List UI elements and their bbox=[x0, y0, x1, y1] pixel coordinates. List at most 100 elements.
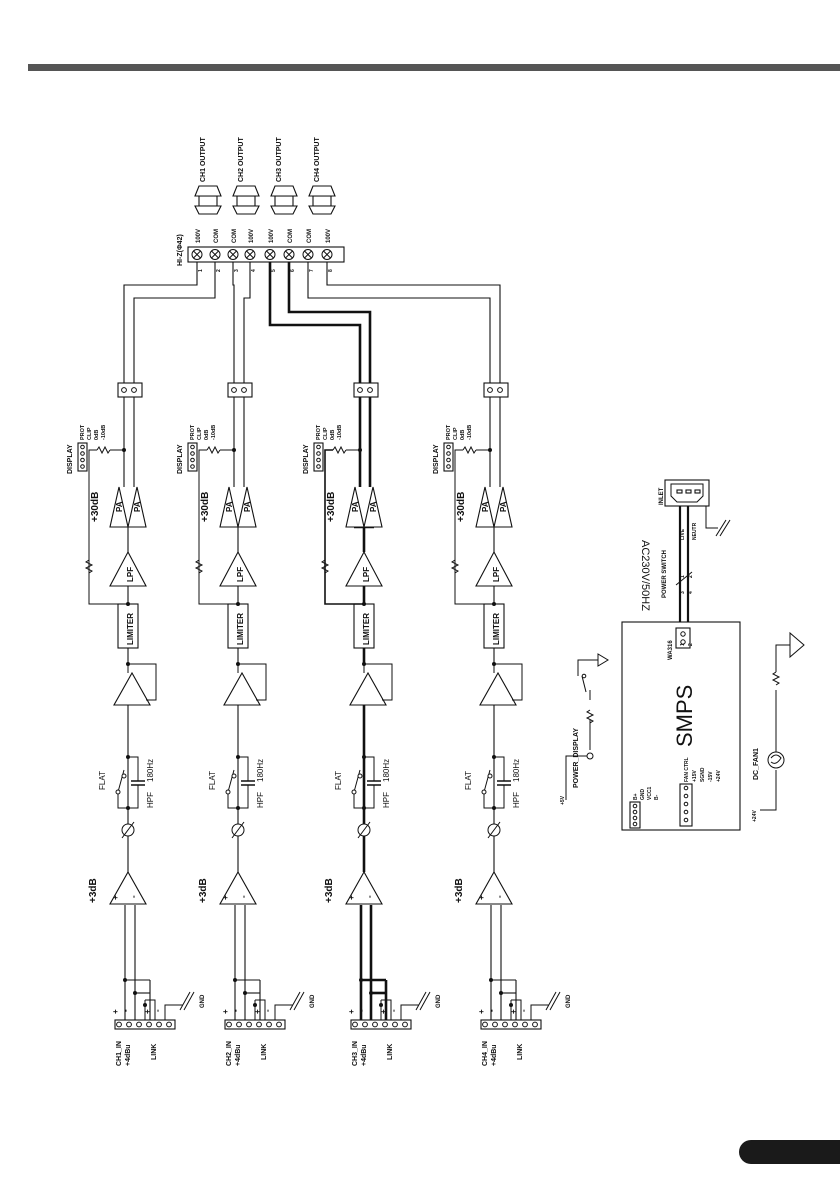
channel-3: CH3_IN+4dBuLINKGND+-+-+-+3dBFLATHPF180Hz… bbox=[303, 382, 442, 1066]
display-pin-label: 0dB bbox=[204, 430, 210, 440]
junction-pin bbox=[231, 387, 237, 393]
input-amp bbox=[219, 870, 257, 905]
switch-label: POWER SWITCH bbox=[662, 550, 668, 598]
smps-pin-label: +24V bbox=[716, 770, 722, 782]
terminal-pin-number: 2 bbox=[216, 269, 222, 272]
hpf-label: HPF bbox=[382, 792, 391, 808]
wire bbox=[238, 756, 249, 781]
dc-fan bbox=[767, 751, 785, 769]
connector-pin bbox=[502, 1021, 508, 1028]
connector-pin bbox=[156, 1021, 162, 1028]
led-symbol bbox=[586, 752, 594, 760]
minus-label: - bbox=[263, 1009, 272, 1012]
wire bbox=[128, 756, 139, 781]
ground-arrow bbox=[597, 653, 609, 667]
connector-pin bbox=[166, 1021, 172, 1028]
smps-pin-label: FAN CTRL bbox=[684, 757, 690, 782]
gnd-symbol bbox=[545, 991, 557, 1011]
gnd-symbol bbox=[419, 991, 431, 1011]
smps-pin-label: +15V bbox=[692, 770, 698, 782]
terminal-pin-label: COM bbox=[288, 229, 294, 243]
output-label: CH3 OUTPUT bbox=[276, 137, 283, 182]
connector-pin bbox=[352, 1021, 358, 1028]
connector-pin bbox=[482, 1021, 488, 1028]
feedback-wire bbox=[493, 663, 523, 701]
display-title: DISPLAY bbox=[177, 444, 184, 474]
output-label: CH1 OUTPUT bbox=[200, 137, 207, 182]
connector-pin bbox=[256, 1021, 262, 1028]
dc-fan-label: DC_FAN1 bbox=[753, 748, 760, 780]
wire bbox=[255, 999, 266, 1020]
level-pot-arrow bbox=[231, 821, 245, 839]
resistor bbox=[771, 671, 781, 686]
switch-pin: 1 bbox=[680, 575, 686, 578]
resistor bbox=[206, 445, 221, 455]
pa-amp-a bbox=[345, 486, 365, 528]
terminal-cross bbox=[246, 250, 254, 259]
wire bbox=[128, 785, 139, 809]
gnd-symbol bbox=[289, 991, 301, 1011]
junction-pin bbox=[131, 387, 137, 393]
switch-contact bbox=[121, 773, 127, 779]
flat-label: FLAT bbox=[334, 771, 343, 790]
input-level: +4dBu bbox=[235, 1044, 242, 1066]
wire bbox=[145, 999, 156, 1020]
minus-label: - bbox=[365, 895, 374, 898]
display-pin-label: -10dB bbox=[101, 425, 107, 440]
inlet-pin-label: NEUTR bbox=[692, 522, 698, 540]
lpf-label: LPF bbox=[126, 567, 135, 582]
output-route bbox=[287, 262, 372, 383]
connector-pin bbox=[372, 1021, 378, 1028]
terminal-pin-label: 100V bbox=[249, 229, 255, 243]
display-pin-label: PROT bbox=[190, 424, 196, 440]
connector-pin bbox=[683, 793, 689, 799]
display-pin-label: 0dB bbox=[330, 430, 336, 440]
wa316-pin: 2 bbox=[688, 643, 694, 646]
plus-label: + bbox=[111, 1009, 120, 1014]
plus-label: + bbox=[347, 1009, 356, 1014]
speaker-cone bbox=[308, 205, 336, 215]
connector-pin bbox=[276, 1021, 282, 1028]
plus-label: + bbox=[143, 1009, 152, 1014]
output-route bbox=[133, 262, 216, 383]
power-display-label: POWER_DISPLAY bbox=[573, 728, 580, 788]
connector-pin bbox=[512, 1021, 518, 1028]
connector-pin bbox=[680, 639, 686, 645]
terminal-cross bbox=[229, 250, 237, 259]
ground-triangle bbox=[789, 631, 805, 659]
switch-contact bbox=[357, 773, 363, 779]
output-junction bbox=[353, 382, 379, 398]
gain-in-label: +3dB bbox=[324, 878, 335, 903]
display-pin bbox=[446, 464, 451, 469]
plus-label: + bbox=[509, 1009, 518, 1014]
speaker-cone bbox=[232, 185, 260, 197]
junction-pin bbox=[497, 387, 503, 393]
inlet-pin-label: LIVE bbox=[680, 528, 686, 540]
wire bbox=[511, 999, 522, 1020]
hpf-freq: 180Hz bbox=[512, 759, 521, 782]
sidechain-wire bbox=[88, 449, 128, 605]
minus-label: - bbox=[239, 895, 248, 898]
switch bbox=[117, 769, 125, 793]
pa-amp-b bbox=[127, 486, 147, 528]
input-amp bbox=[345, 870, 383, 905]
junction-pin bbox=[367, 387, 373, 393]
connector-pin bbox=[632, 809, 638, 815]
wa316-connector bbox=[675, 627, 691, 649]
flat-label: FLAT bbox=[98, 771, 107, 790]
buffer-amp bbox=[113, 671, 151, 706]
resistor bbox=[332, 445, 347, 455]
connector-pin bbox=[236, 1021, 242, 1028]
inlet-contact bbox=[694, 489, 701, 494]
inlet-contact bbox=[685, 489, 692, 494]
inlet-contact bbox=[676, 489, 683, 494]
display-pin bbox=[446, 451, 451, 456]
pa-label: PA bbox=[351, 501, 360, 512]
link-label: LINK bbox=[261, 1044, 268, 1060]
pa-label: PA bbox=[499, 501, 508, 512]
plus24v-label: +24V bbox=[752, 810, 758, 822]
gnd-symbol bbox=[183, 991, 195, 1011]
display-title: DISPLAY bbox=[303, 444, 310, 474]
buffer-amp bbox=[479, 671, 517, 706]
